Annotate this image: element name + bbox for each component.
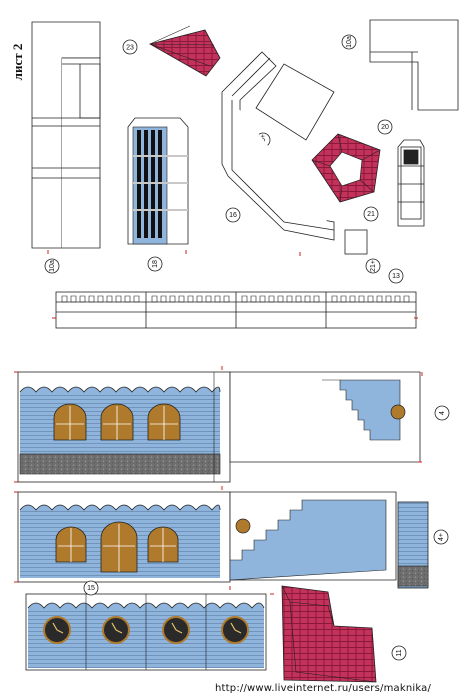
svg-text:16: 16 bbox=[229, 212, 237, 219]
piece-20-column bbox=[397, 139, 425, 227]
piece-21plus bbox=[344, 229, 368, 255]
svg-text:21: 21 bbox=[367, 211, 375, 218]
label-10a-left: 10а bbox=[44, 258, 60, 274]
label-11: 11 bbox=[391, 645, 407, 661]
svg-text:11: 11 bbox=[396, 649, 403, 656]
label-15: 15 bbox=[83, 580, 99, 596]
label-10a-right: 10а bbox=[341, 34, 357, 50]
label-21plus: 21+ bbox=[365, 258, 381, 274]
label-4: 4 bbox=[434, 405, 450, 421]
piece-4-wall bbox=[17, 371, 421, 483]
piece-13-strip bbox=[55, 291, 417, 329]
label-16: 16 bbox=[225, 207, 241, 223]
svg-text:10а: 10а bbox=[346, 36, 353, 48]
svg-text:23: 23 bbox=[126, 45, 134, 52]
svg-text:13: 13 bbox=[392, 273, 400, 280]
svg-text:4+: 4+ bbox=[438, 533, 445, 541]
piece-23-roof-fan bbox=[148, 25, 221, 77]
label-20: 20 bbox=[377, 119, 393, 135]
alignment-marks bbox=[14, 250, 423, 595]
strip-13-windows bbox=[61, 295, 410, 303]
piece-18-tower bbox=[127, 117, 189, 245]
piece-15plus bbox=[255, 63, 335, 141]
label-18: 18 bbox=[147, 256, 163, 272]
piece-16-strip bbox=[221, 51, 335, 241]
svg-text:10а: 10а bbox=[49, 260, 56, 272]
label-4plus: 4+ bbox=[433, 529, 449, 545]
piece-15-clock-strip bbox=[25, 593, 267, 671]
label-21: 21 bbox=[363, 206, 379, 222]
piece-21-pentagon bbox=[311, 133, 381, 203]
clock-faces bbox=[43, 616, 249, 644]
piece-10a-right bbox=[369, 19, 459, 111]
svg-text:15+: 15+ bbox=[260, 134, 267, 146]
svg-text:15: 15 bbox=[87, 585, 95, 592]
svg-text:18: 18 bbox=[152, 260, 159, 268]
piece-4plus-wall bbox=[17, 491, 429, 589]
sheet-title: лист 2 bbox=[10, 44, 25, 81]
piece-10a-left bbox=[31, 21, 101, 249]
label-13: 13 bbox=[388, 268, 404, 284]
svg-text:20: 20 bbox=[381, 124, 389, 131]
piece-11-roof bbox=[281, 585, 377, 683]
svg-text:4: 4 bbox=[439, 411, 446, 415]
label-23: 23 bbox=[122, 39, 138, 55]
watermark-url: http://www.liveinternet.ru/users/maknika… bbox=[215, 683, 432, 694]
svg-text:21+: 21+ bbox=[370, 260, 377, 272]
